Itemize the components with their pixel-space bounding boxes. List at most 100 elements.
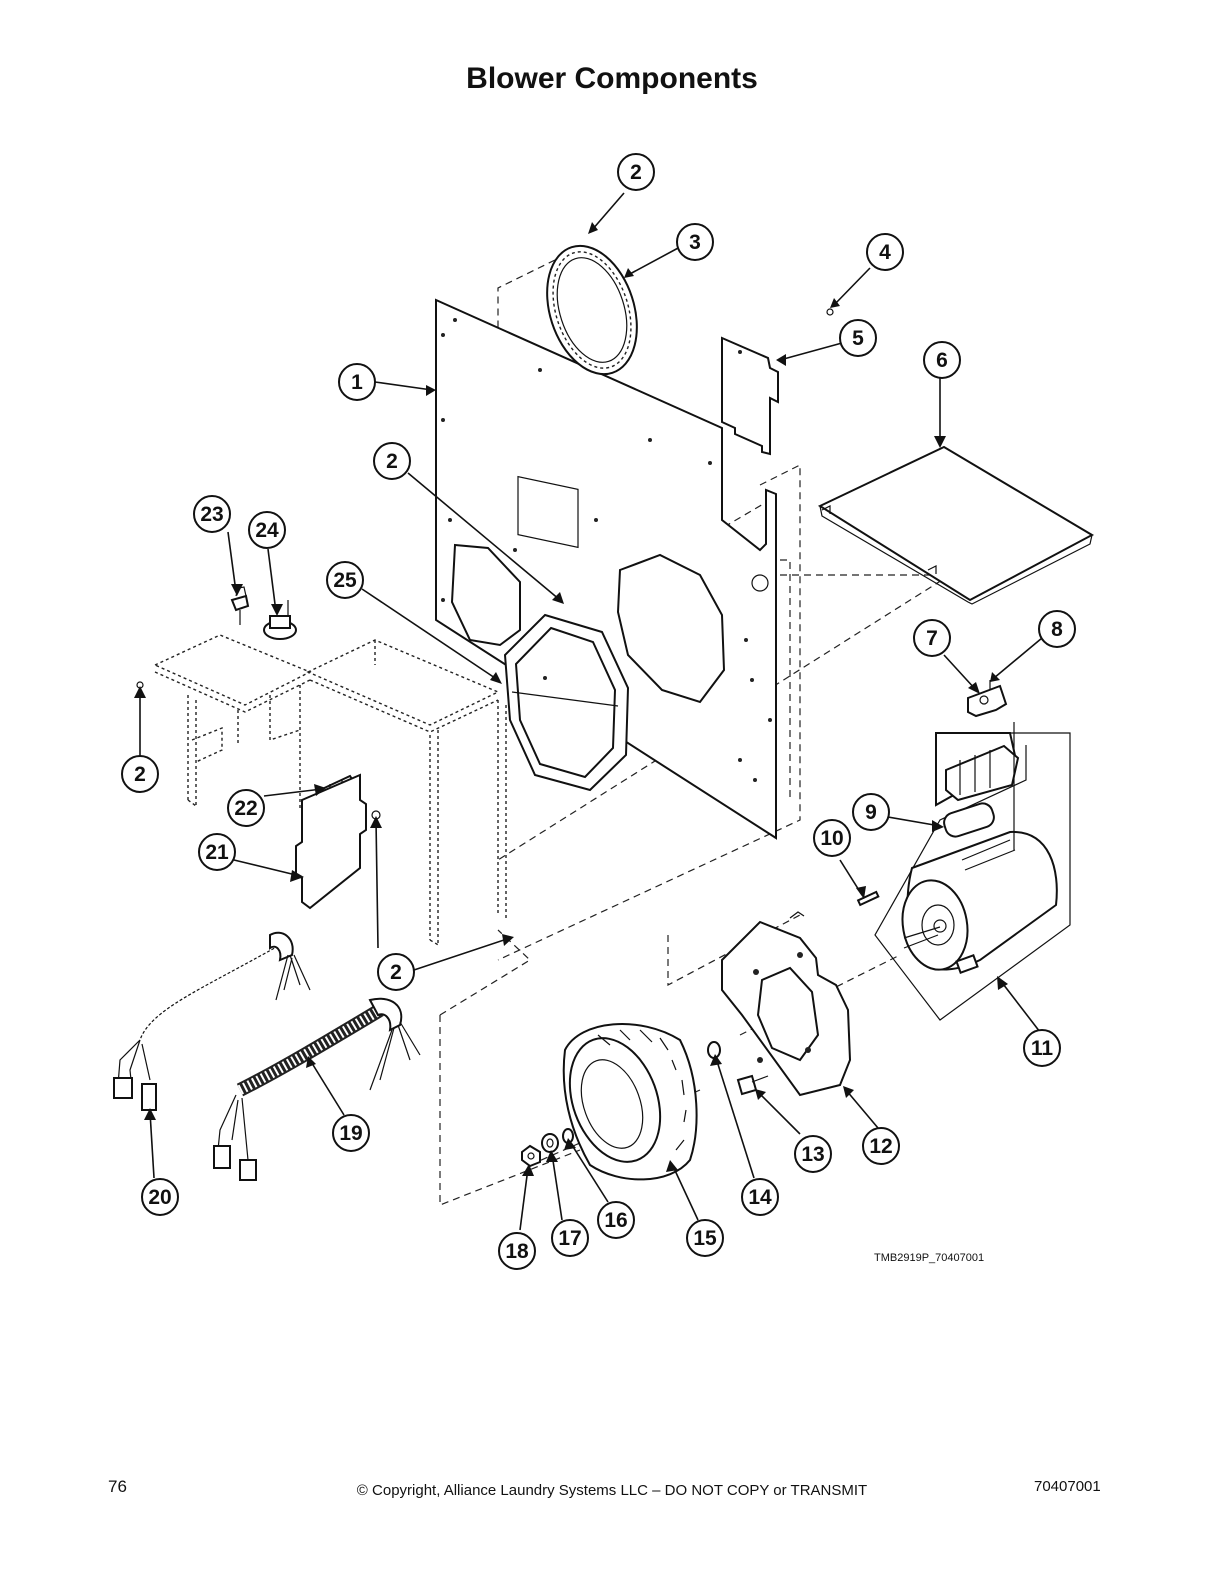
callout-circle (597, 1201, 635, 1239)
callout-circle (852, 793, 890, 831)
panel-cutout (517, 475, 579, 549)
callout-circle (794, 1135, 832, 1173)
callout-key: 10 (813, 819, 851, 857)
callout-ring: 3 (676, 223, 714, 261)
harness-front (213, 997, 421, 1181)
callout-screw-frame-bottom: 2 (377, 953, 415, 991)
callout-motor: 11 (1023, 1029, 1061, 1067)
callout-label: 4 (879, 241, 891, 264)
callout-bracket: 5 (839, 319, 877, 357)
callout-label: 24 (255, 519, 279, 542)
bolt (736, 1074, 769, 1096)
callout-label: 11 (1031, 1037, 1054, 1060)
callout-motor-plate: 12 (862, 1127, 900, 1165)
callout-label: 23 (200, 503, 223, 526)
callout-label: 18 (505, 1240, 529, 1263)
callout-circle (862, 1127, 900, 1165)
callout-octagon-gasket: 25 (326, 561, 364, 599)
shelf (817, 445, 1095, 605)
back-panel (435, 298, 777, 840)
callout-harness-front: 19 (332, 1114, 370, 1152)
bracket (721, 308, 834, 456)
callout-label: 2 (630, 161, 642, 184)
callout-label: 2 (390, 961, 402, 984)
callout-circle (1038, 610, 1076, 648)
callout-screw-bracket: 4 (866, 233, 904, 271)
callout-circle (813, 819, 851, 857)
page-number: 76 (108, 1477, 127, 1496)
callout-label: 8 (1051, 618, 1063, 641)
motor-clip (967, 680, 1008, 718)
callout-circle (617, 153, 655, 191)
callout-circle (326, 561, 364, 599)
callout-circle (551, 1219, 589, 1257)
callout-washer: 14 (741, 1178, 779, 1216)
thermostat (263, 600, 297, 640)
page-title: Blower Components (466, 62, 758, 95)
callout-circle (193, 495, 231, 533)
callout-label: 16 (604, 1209, 627, 1232)
callout-circle (839, 319, 877, 357)
callout-circle (923, 341, 961, 379)
capacitor (943, 802, 995, 838)
callout-circle (121, 755, 159, 793)
callout-label: 1 (351, 371, 363, 394)
callout-blower-wheel: 15 (686, 1219, 724, 1257)
callout-washer-small: 16 (597, 1201, 635, 1239)
octagon-gasket (503, 613, 630, 792)
callout-motor-clip: 7 (913, 619, 951, 657)
callout-label: 15 (693, 1227, 717, 1250)
callout-bolt: 13 (794, 1135, 832, 1173)
callout-back-panel: 1 (338, 363, 376, 401)
callout-label: 7 (926, 627, 938, 650)
callout-screw-panel: 2 (373, 442, 411, 480)
spacer (541, 1133, 559, 1153)
callout-label: 12 (869, 1135, 892, 1158)
callout-circle (1023, 1029, 1061, 1067)
callout-label: 10 (820, 827, 843, 850)
key (856, 890, 880, 907)
callout-circle (377, 953, 415, 991)
thermostat-probe (230, 586, 250, 625)
panel-hole (751, 574, 769, 592)
callout-screw-top: 2 (617, 153, 655, 191)
nut (521, 1144, 541, 1168)
callout-label: 21 (205, 841, 229, 864)
callout-harness-rear: 20 (141, 1178, 179, 1216)
arrowheads (134, 222, 1008, 1176)
callout-shelf: 6 (923, 341, 961, 379)
callout-circle (866, 233, 904, 271)
callout-circle (198, 833, 236, 871)
callout-circle (141, 1178, 179, 1216)
harness-rear (113, 931, 311, 1111)
ring (546, 244, 638, 376)
callout-label: 19 (339, 1122, 362, 1145)
callout-circle (373, 442, 411, 480)
callout-label: 20 (148, 1186, 171, 1209)
callout-screw-frame-left: 2 (121, 755, 159, 793)
callout-label: 25 (333, 569, 357, 592)
washer (707, 1041, 721, 1059)
callout-label: 17 (558, 1227, 581, 1250)
callout-circle (248, 511, 286, 549)
left-frame (136, 634, 507, 947)
document-number: 70407001 (1034, 1478, 1101, 1495)
screw-bracket (826, 308, 834, 316)
callout-thermostat: 24 (248, 511, 286, 549)
drawing-code: TMB2919P_70407001 (874, 1252, 985, 1264)
callout-clip-screw: 8 (1038, 610, 1076, 648)
blower-wheel (562, 1023, 698, 1181)
leader-lines (139, 192, 1043, 1231)
callout-nut: 18 (498, 1232, 536, 1270)
callout-label: 22 (234, 797, 257, 820)
callout-circle (741, 1178, 779, 1216)
callout-circle (913, 619, 951, 657)
copyright-notice: © Copyright, Alliance Laundry Systems LL… (356, 1482, 868, 1499)
motor-plate (721, 911, 852, 1097)
callout-spacer: 17 (551, 1219, 589, 1257)
callout-circle (676, 223, 714, 261)
callout-control-plate: 21 (198, 833, 236, 871)
callout-circle (498, 1232, 536, 1270)
